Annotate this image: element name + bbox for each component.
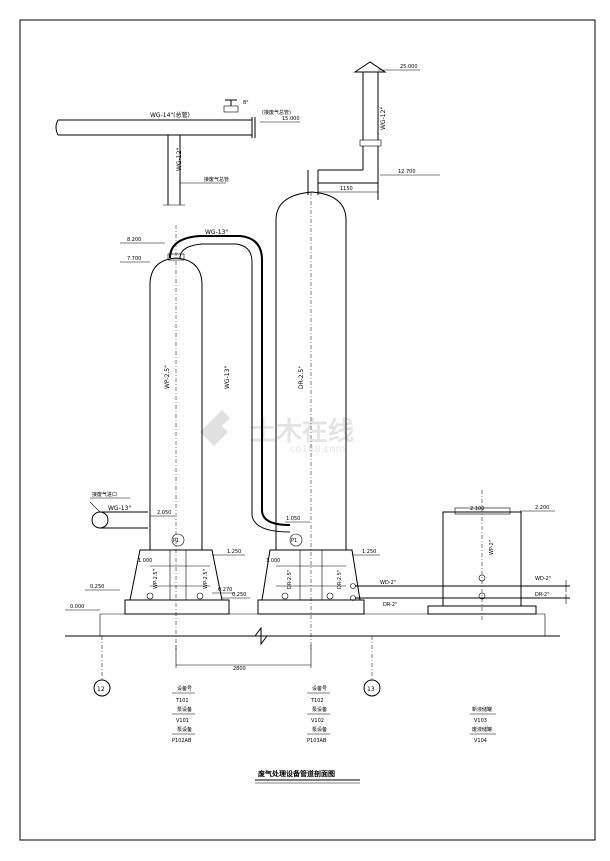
pipe-label-wg12a: WG-12"	[176, 148, 183, 171]
connecting-duct: WG-13" WG-13" 8.200 7.700 1.050	[120, 229, 310, 533]
storage-tank: 2.100 2.200 WP-2"	[427, 490, 555, 620]
elev-1250a: 1.250	[227, 549, 241, 555]
drawing-title: 废气处理设备管道剖面图	[258, 769, 335, 778]
base-elevations: 1.250 1.250 0.270 0.250 0.250 0.000	[65, 549, 380, 611]
pipe-label-wp25c: WP-2.5"	[203, 569, 209, 589]
pump-label: 废液储罐	[472, 726, 492, 733]
grid-axis-13: 13	[363, 679, 381, 697]
watermark: 土木在线 co188.com	[200, 410, 354, 455]
grid-axis-label-12: 12	[97, 686, 105, 693]
note-inlet: 接废气进口	[92, 491, 117, 498]
instrument-tag-2: P1	[291, 538, 297, 544]
pump2-label: 泵设备	[312, 726, 327, 733]
pump-value: V102	[311, 718, 324, 724]
note-top: (接废气总管)	[262, 109, 291, 116]
elev-8200: 8.200	[127, 237, 141, 243]
pump2-label: 泵设备	[177, 726, 192, 733]
grid-axis-label-13: 13	[367, 686, 375, 693]
tag-value: V103	[474, 718, 487, 724]
pipe-label-dr25a: DR-2.5"	[298, 366, 305, 389]
pipe-label-wp25b: WP-2.5"	[153, 569, 159, 589]
pipe-label-wd2-right: WD-2"	[535, 576, 551, 582]
pipe-label-wg13-left: WG-13"	[108, 505, 131, 512]
pipe-label-wg13-top: WG-13"	[205, 229, 228, 236]
pipe-label-wp25a: WP-2.5"	[164, 365, 171, 389]
tower-t102: DR-2.5" 1.000 DR-2.5" DR-2.5" P1	[257, 191, 365, 650]
elev-2100: 2.100	[470, 506, 484, 512]
elev-1000a: 1.000	[138, 558, 152, 564]
pipe-label-wp2: WP-2"	[489, 540, 495, 555]
elev-1050: 1.050	[286, 516, 300, 522]
watermark-subtext: co188.com	[290, 444, 345, 455]
elev-0270: 0.270	[218, 587, 232, 593]
pump-value: V101	[176, 718, 189, 724]
pipe-label-wg12b: WG-12"	[380, 107, 387, 130]
elev-0250b: 0.250	[232, 592, 246, 598]
elev-12700: 12.700	[398, 169, 416, 175]
sheet-border	[19, 19, 596, 841]
pipe-label-dr25c: DR-2.5"	[337, 570, 343, 589]
pipe-label-dr2-mid: DR-2"	[383, 602, 397, 608]
elev-15000: 15.000	[282, 116, 300, 122]
note-wg12: 接废气总管	[204, 176, 229, 183]
inlet-pipe: 接废气进口 WG-13" 2.050	[89, 491, 175, 529]
instrument-tag-1: P1	[173, 538, 179, 544]
pipe-label-wg13-mid: WG-13"	[224, 366, 231, 389]
dim-1150: 1150	[340, 186, 353, 192]
tag-value: T102	[310, 698, 324, 704]
elev-2050: 2.050	[157, 510, 171, 516]
tag-label: 设备号	[177, 685, 192, 692]
elev-25000: 25.000	[400, 64, 418, 70]
tag-label: 设备号	[312, 685, 327, 692]
dim-2800: 2800	[233, 666, 246, 672]
tag-value: T101	[175, 698, 189, 704]
tag-label: 新液储罐	[472, 706, 492, 713]
watermark-text: 土木在线	[250, 417, 354, 447]
elev-0000: 0.000	[70, 604, 84, 610]
main-header-pipe: WG-14"(总管) 8° (接废气总管) 15.000 WG-12" 接废气总…	[55, 99, 300, 206]
equipment-tag-t102: 设备号 T102 泵设备 V102 泵设备 P103AB	[307, 685, 330, 744]
pipe-label-dr2-right: DR-2"	[535, 592, 549, 598]
elev-7700: 7.700	[127, 256, 141, 262]
pump2-value: P103AB	[307, 738, 327, 744]
equipment-tag-t101: 设备号 T101 泵设备 V101 泵设备 P102AB	[172, 685, 195, 744]
elev-2200: 2.200	[535, 505, 549, 511]
pipe-label-dr25b: DR-2.5"	[287, 570, 293, 589]
foundation: 2800	[65, 613, 560, 680]
pump-label: 泵设备	[312, 706, 327, 713]
angle-label: 8°	[243, 100, 249, 106]
elev-1000b: 1.000	[266, 558, 280, 564]
equipment-tag-tanks: 新液储罐 V103 废液储罐 V104	[470, 706, 496, 744]
pipe-label-wd2-mid: WD-2"	[380, 580, 396, 586]
drain-lines: WD-2" DR-2" WD-2" DR-2"	[350, 576, 570, 608]
drawing-title-block: 废气处理设备管道剖面图	[255, 769, 360, 784]
grid-axis-12: 12	[93, 679, 111, 697]
pump-label: 泵设备	[177, 706, 192, 713]
pump-value: V104	[474, 738, 487, 744]
stack-pipe: 25.000 WG-12" 12.700 1150	[307, 61, 440, 200]
elev-0250: 0.250	[90, 584, 104, 590]
pipe-label-wg14: WG-14"(总管)	[150, 111, 190, 119]
pump2-value: P102AB	[172, 738, 192, 744]
elev-1250b: 1.250	[362, 549, 376, 555]
